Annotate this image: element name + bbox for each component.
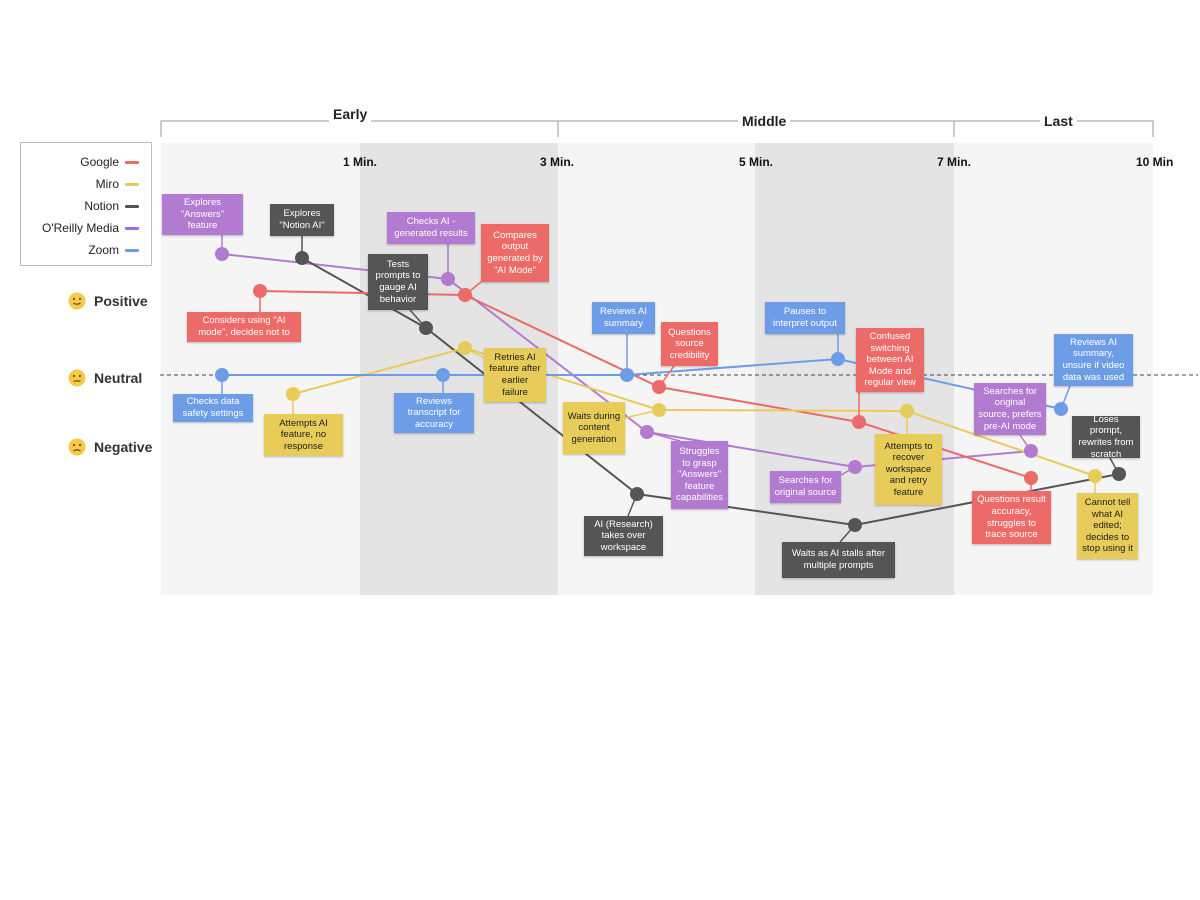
legend: Google Miro Notion O'Reilly Media Zoom: [20, 142, 152, 266]
journey-point-notion-4: [848, 518, 862, 532]
journey-point-zoom-4: [831, 352, 845, 366]
note-zoom-3: Reviews AI summary: [592, 302, 655, 334]
journey-point-zoom-3: [620, 368, 634, 382]
slight-smile-face-icon: [68, 292, 86, 310]
legend-label: Notion: [84, 199, 119, 213]
note-zoom-6: Reviews AI summary, unsure if video data…: [1054, 334, 1133, 386]
legend-swatch: [125, 248, 139, 252]
journey-point-zoom-2: [436, 368, 450, 382]
journey-point-oreilly-4: [848, 460, 862, 474]
legend-label: Miro: [95, 177, 119, 191]
journey-point-notion-1: [295, 251, 309, 265]
journey-point-google-2: [458, 288, 472, 302]
note-zoom-4: Pauses to interpret output: [765, 302, 845, 334]
note-zoom-1: Checks data safety settings: [173, 394, 253, 422]
note-miro-4: Attempts to recover workspace and retry …: [875, 434, 942, 505]
slight-frown-face-icon: [68, 438, 86, 456]
note-google-1: Considers using "AI mode", decides not t…: [187, 312, 301, 342]
note-miro-1: Attempts AI feature, no response: [264, 414, 343, 456]
phase-brackets: [160, 120, 1154, 137]
mood-label: Neutral: [94, 370, 143, 386]
series-points: [215, 247, 1126, 532]
journey-point-oreilly-1: [215, 247, 229, 261]
journey-point-google-1: [253, 284, 267, 298]
note-notion-2: Tests prompts to gauge AI behavior: [368, 254, 428, 310]
journey-point-miro-1: [286, 387, 300, 401]
journey-point-notion-5: [1112, 467, 1126, 481]
journey-point-google-4: [852, 415, 866, 429]
legend-item-miro: Miro: [21, 176, 139, 192]
note-notion-4: Waits as AI stalls after multiple prompt…: [782, 542, 895, 578]
note-oreilly-3: Struggles to grasp "Answers" feature cap…: [671, 441, 728, 509]
mood-positive: Positive: [68, 292, 148, 310]
legend-swatch: [125, 204, 139, 208]
note-oreilly-2: Checks AI - generated results: [387, 212, 475, 244]
phase-label-middle: Middle: [738, 113, 791, 129]
mood-label: Positive: [94, 293, 148, 309]
journey-point-zoom-5: [1054, 402, 1068, 416]
journey-point-google-3: [652, 380, 666, 394]
legend-swatch: [125, 160, 139, 164]
journey-point-miro-2: [458, 341, 472, 355]
time-label-3min: 3 Min.: [540, 155, 575, 169]
note-miro-2: Retries AI feature after earlier failure: [484, 348, 546, 402]
time-label-7min: 7 Min.: [937, 155, 972, 169]
journey-point-zoom-1: [215, 368, 229, 382]
legend-item-zoom: Zoom: [21, 242, 139, 258]
time-label-1min: 1 Min.: [343, 155, 378, 169]
journey-point-oreilly-3: [640, 425, 654, 439]
mood-negative: Negative: [68, 438, 152, 456]
legend-item-oreilly: O'Reilly Media: [21, 220, 139, 236]
journey-point-oreilly-2: [441, 272, 455, 286]
journey-point-miro-5: [1088, 469, 1102, 483]
phase-label-early: Early: [329, 106, 372, 122]
note-notion-1: Explores "Notion AI": [270, 204, 334, 236]
time-label-5min: 5 Min.: [739, 155, 774, 169]
journey-point-notion-2: [419, 321, 433, 335]
note-notion-3: AI (Research) takes over workspace: [584, 516, 663, 556]
mood-neutral: Neutral: [68, 369, 142, 387]
note-google-3: Questions source credibility: [661, 322, 718, 366]
journey-point-miro-4: [900, 404, 914, 418]
legend-swatch: [125, 226, 139, 230]
note-zoom-2: Reviews transcript for accuracy: [394, 393, 474, 433]
journey-point-notion-3: [630, 487, 644, 501]
legend-swatch: [125, 182, 139, 186]
legend-item-google: Google: [21, 154, 139, 170]
note-miro-3: Waits during content generation: [563, 402, 625, 454]
mood-label: Negative: [94, 439, 153, 455]
journey-point-miro-3: [652, 403, 666, 417]
note-google-5: Questions result accuracy, struggles to …: [972, 491, 1051, 544]
note-notion-5: Loses prompt, rewrites from scratch: [1072, 414, 1140, 460]
legend-label: Zoom: [88, 243, 119, 257]
note-oreilly-1: Explores "Answers" feature: [162, 194, 243, 235]
neutral-face-icon: [68, 369, 86, 387]
journey-point-google-5: [1024, 471, 1038, 485]
legend-item-notion: Notion: [21, 198, 139, 214]
phase-label-last: Last: [1040, 113, 1077, 129]
note-miro-5: Cannot tell what AI edited; decides to s…: [1077, 493, 1138, 559]
journey-point-oreilly-5: [1024, 444, 1038, 458]
legend-label: O'Reilly Media: [42, 221, 119, 235]
note-oreilly-5: Searches for original source, prefers pr…: [974, 383, 1046, 435]
note-oreilly-4: Searches for original source: [770, 471, 841, 503]
time-label-10min: 10 Min: [1136, 155, 1174, 169]
legend-label: Google: [80, 155, 119, 169]
note-google-2: Compares output generated by "AI Mode": [481, 224, 549, 282]
note-google-4: Confused switching between AI Mode and r…: [856, 328, 924, 392]
